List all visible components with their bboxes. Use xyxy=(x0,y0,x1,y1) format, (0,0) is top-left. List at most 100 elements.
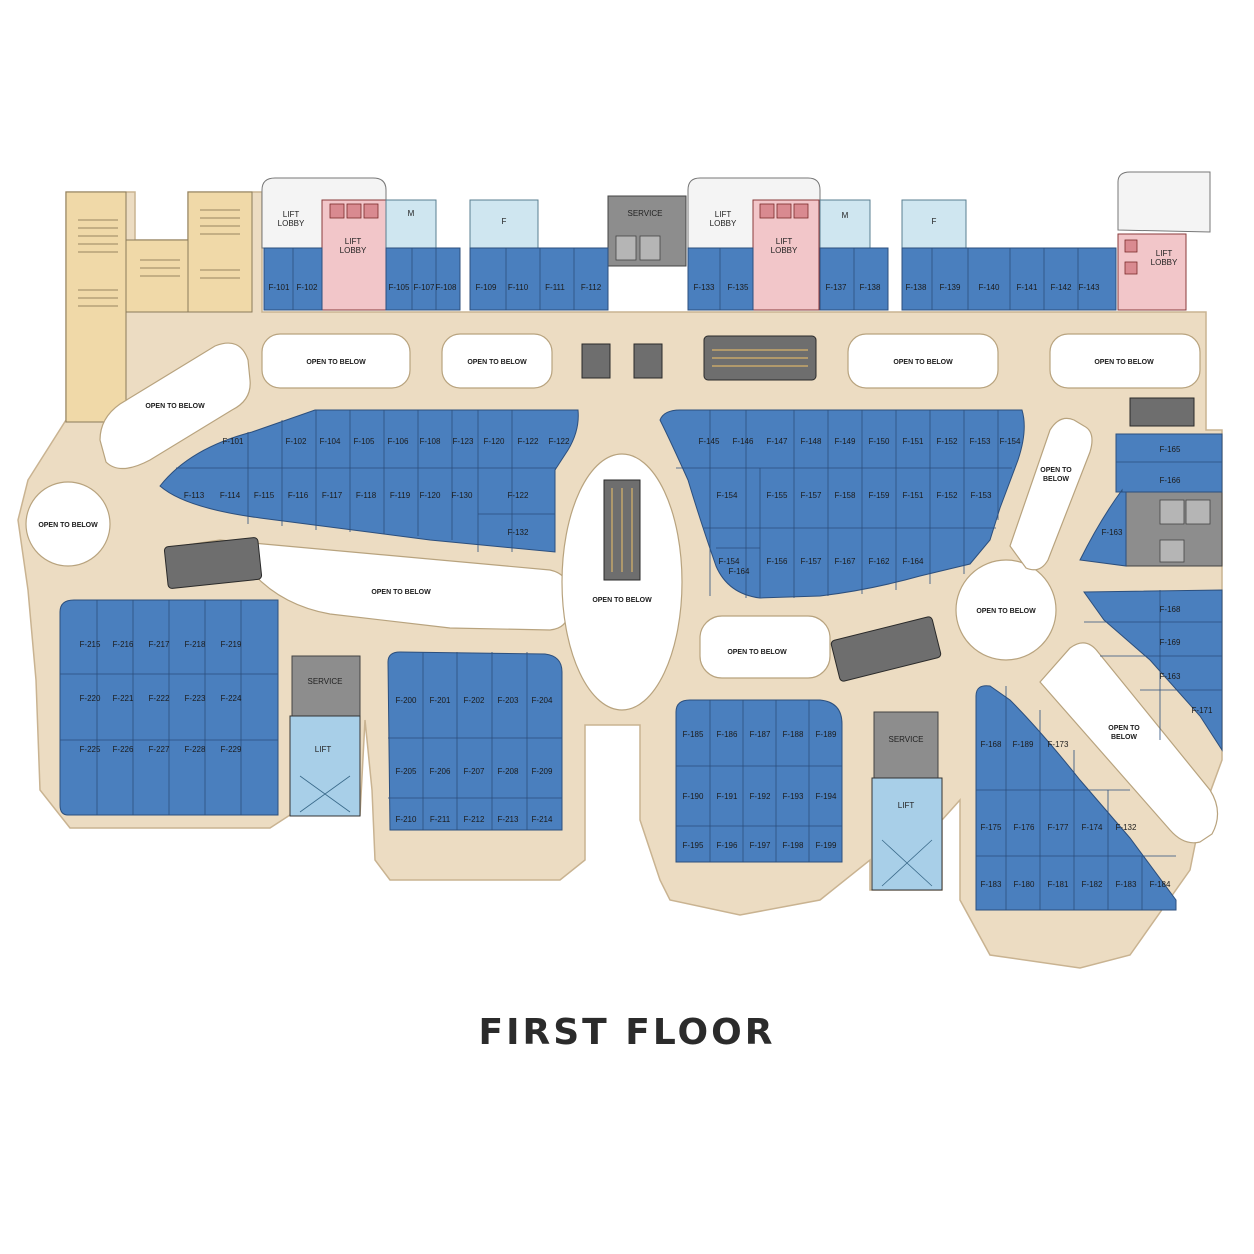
open-to-below-label: OPEN TO BELOW xyxy=(145,403,205,410)
shop-label-mid: F-202 xyxy=(464,696,485,705)
shop-label-west: F-113 xyxy=(184,491,205,500)
shop-label-sw: F-229 xyxy=(221,745,242,754)
open-to-below-label: OPEN TO xyxy=(1108,725,1140,732)
shop-label-east: F-167 xyxy=(835,557,856,566)
shop-label-east: F-147 xyxy=(767,437,788,446)
shop-label-top-right: F-143 xyxy=(1079,283,1100,292)
lift-lobby-label: LOBBY xyxy=(771,246,798,255)
shop-label-sw: F-225 xyxy=(80,745,101,754)
shop-label-south: F-199 xyxy=(816,841,837,850)
shop-label-west: F-120 xyxy=(420,491,441,500)
shop-label-sw: F-218 xyxy=(185,640,206,649)
shop-label-se: F-174 xyxy=(1082,823,1103,832)
shop-label-south: F-192 xyxy=(750,792,771,801)
shop-label-east: F-152 xyxy=(937,437,958,446)
shop-label-top-right: F-142 xyxy=(1051,283,1072,292)
shop-label-west: F-130 xyxy=(452,491,473,500)
lift-lobby-label: LOBBY xyxy=(278,219,305,228)
lift-cross xyxy=(299,775,933,887)
shop-label-west: F-117 xyxy=(322,491,343,500)
shop-label-west: F-132 xyxy=(508,528,529,537)
open-to-below-label: OPEN TO BELOW xyxy=(1094,359,1154,366)
shop-label-mid: F-214 xyxy=(532,815,553,824)
shop-label-south: F-185 xyxy=(683,730,704,739)
shop-label-right: F-168 xyxy=(1160,605,1181,614)
shop-label-south: F-187 xyxy=(750,730,771,739)
shop-label-se: F-132 xyxy=(1116,823,1137,832)
shop-label-se: F-183 xyxy=(1116,880,1137,889)
shop-label-west: F-116 xyxy=(288,491,309,500)
shop-label-west: F-114 xyxy=(220,491,241,500)
shop-label-mid: F-212 xyxy=(464,815,485,824)
shop-label-mid: F-204 xyxy=(532,696,553,705)
lift-label: LIFT xyxy=(315,745,332,754)
shop-label-top-left: F-111 xyxy=(545,283,565,292)
shop-label-south: F-189 xyxy=(816,730,837,739)
shop-label-east: F-152 xyxy=(937,491,958,500)
shop-label-top-left: F-108 xyxy=(436,283,457,292)
service-label: SERVICE xyxy=(889,735,924,744)
shop-label-west: F-119 xyxy=(390,491,411,500)
shop-label-east: F-150 xyxy=(869,437,890,446)
shop-label-south: F-198 xyxy=(783,841,804,850)
shop-label-se: F-175 xyxy=(981,823,1002,832)
escalator-steps xyxy=(611,349,808,572)
shop-label-east: F-154 xyxy=(719,557,740,566)
open-to-below-label: OPEN TO BELOW xyxy=(893,359,953,366)
shop-label-east: F-155 xyxy=(767,491,788,500)
shop-label-east: F-164 xyxy=(729,567,750,576)
shop-label-south: F-188 xyxy=(783,730,804,739)
lift-lobby-label: LOBBY xyxy=(340,246,367,255)
shop-label-west: F-123 xyxy=(453,437,474,446)
shop-label-east: F-157 xyxy=(801,491,822,500)
shop-label-east: F-154 xyxy=(1000,437,1021,446)
open-to-below-label: OPEN TO BELOW xyxy=(467,359,527,366)
shop-label-east: F-146 xyxy=(733,437,754,446)
lift-lobby-label: LIFT xyxy=(345,237,362,246)
shop-label-top-right: F-140 xyxy=(979,283,1000,292)
shop-label-top-left: F-105 xyxy=(389,283,410,292)
shop-label-sw: F-216 xyxy=(113,640,134,649)
shop-label-sw: F-221 xyxy=(113,694,134,703)
lift-lobby-label: LIFT xyxy=(283,210,300,219)
shop-label-west: F-122 xyxy=(518,437,539,446)
shop-label-mid: F-213 xyxy=(498,815,519,824)
lift-lobby-label: LIFT xyxy=(715,210,732,219)
shop-label-west: F-104 xyxy=(320,437,341,446)
shop-label-right: F-163 xyxy=(1160,672,1181,681)
shop-label-top-right: F-133 xyxy=(694,283,715,292)
service-label: SERVICE xyxy=(628,209,663,218)
shop-label-sw: F-219 xyxy=(221,640,242,649)
shop-label-mid: F-209 xyxy=(532,767,553,776)
shop-label-se: F-168 xyxy=(981,740,1002,749)
shop-label-east: F-158 xyxy=(835,491,856,500)
shop-label-se: F-180 xyxy=(1014,880,1035,889)
shop-label-top-right: F-137 xyxy=(826,283,847,292)
floor-title: FIRST FLOOR xyxy=(478,1012,776,1053)
shop-label-east: F-164 xyxy=(903,557,924,566)
shop-label-mid: F-203 xyxy=(498,696,519,705)
shop-label-top-left: F-109 xyxy=(476,283,497,292)
lift-lobby-label: LOBBY xyxy=(710,219,737,228)
shop-label-se: F-183 xyxy=(981,880,1002,889)
shop-label-west: F-122 xyxy=(508,491,529,500)
shop-label-top-right: F-139 xyxy=(940,283,961,292)
shop-label-east: F-157 xyxy=(801,557,822,566)
open-to-below-label: OPEN TO BELOW xyxy=(976,608,1036,615)
shop-label-sw: F-227 xyxy=(149,745,170,754)
shop-label-top-right: F-141 xyxy=(1017,283,1038,292)
shop-label-right: F-171 xyxy=(1192,706,1213,715)
shop-label-east: F-159 xyxy=(869,491,890,500)
shop-label-sw: F-228 xyxy=(185,745,206,754)
shop-label-se: F-177 xyxy=(1048,823,1069,832)
shop-label-mid: F-201 xyxy=(430,696,451,705)
lift-lobby-label: LOBBY xyxy=(1151,258,1178,267)
shop-label-west: F-108 xyxy=(420,437,441,446)
shop-label-top-left: F-112 xyxy=(581,283,602,292)
shop-label-mid: F-200 xyxy=(396,696,417,705)
shop-label-sw: F-217 xyxy=(149,640,170,649)
voids xyxy=(25,333,1219,844)
shop-label-se: F-189 xyxy=(1013,740,1034,749)
